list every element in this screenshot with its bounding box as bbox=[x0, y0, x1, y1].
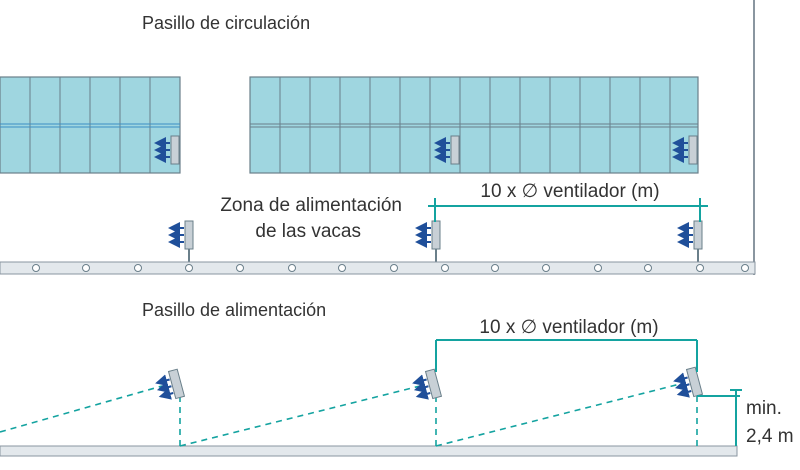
fan-icon bbox=[154, 135, 180, 165]
feeding-zone-label: Zona de alimentación bbox=[220, 195, 402, 216]
fan-icon bbox=[412, 368, 443, 400]
airflow-arrows-icon bbox=[155, 374, 174, 400]
fan-icon bbox=[673, 366, 704, 398]
circulation-aisle-label: Pasillo de circulación bbox=[142, 13, 310, 33]
fan-icon bbox=[672, 135, 698, 165]
floor bbox=[0, 445, 738, 457]
spacing-label-bottom: 10 x ∅ ventilador (m) bbox=[479, 317, 658, 338]
min-height-label: min. bbox=[746, 398, 782, 419]
airflow-arrows-icon bbox=[673, 372, 692, 398]
fan-icon bbox=[155, 368, 186, 400]
min-height-value: 2,4 m bbox=[746, 426, 794, 447]
airflow-arrows-icon bbox=[434, 137, 450, 163]
airflow-arrows-icon bbox=[412, 374, 431, 400]
feeding-aisle-label: Pasillo de alimentación bbox=[142, 300, 326, 320]
airflow-arrows-icon bbox=[154, 137, 170, 163]
stall-block-right bbox=[249, 76, 699, 174]
stall-block-left bbox=[0, 76, 181, 174]
airflow-arrows-icon bbox=[415, 222, 431, 248]
airflow-arrows-icon bbox=[168, 222, 184, 248]
feeding-zone-label-line2: de las vacas bbox=[255, 221, 361, 242]
fan-icon bbox=[677, 220, 703, 263]
airflow-arrows-icon bbox=[672, 137, 688, 163]
min-height-dimension bbox=[697, 389, 742, 446]
spacing-label-top: 10 x ∅ ventilador (m) bbox=[480, 181, 659, 202]
feed-rail-top bbox=[0, 261, 756, 275]
dimension-line-top bbox=[428, 198, 708, 222]
fan-icon bbox=[415, 220, 441, 263]
fan-icon bbox=[434, 135, 460, 165]
dimension-line-bottom bbox=[435, 339, 698, 372]
airflow-arrows-icon bbox=[677, 222, 693, 248]
fan-icon bbox=[168, 220, 194, 263]
airflow-lines bbox=[0, 383, 698, 447]
